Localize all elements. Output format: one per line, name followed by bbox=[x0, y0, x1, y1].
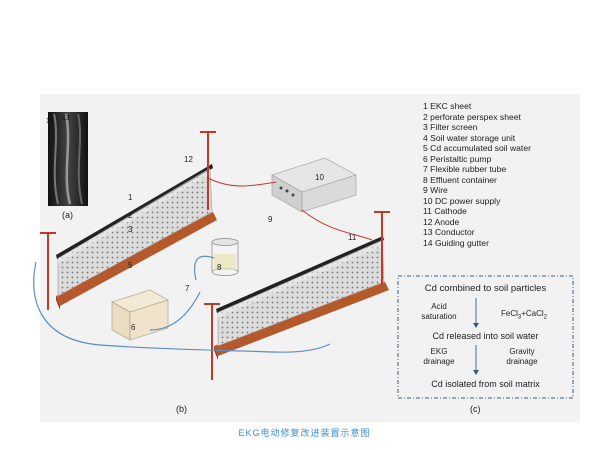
flowchart-arrows bbox=[473, 298, 479, 375]
callout-8: 8 bbox=[217, 263, 222, 272]
flow-title: Cd combined to soil particles bbox=[424, 283, 547, 294]
legend-item: 12 Anode bbox=[423, 216, 460, 227]
ekg-unit-right bbox=[204, 211, 390, 380]
callout-12-left: 12 bbox=[184, 155, 193, 164]
peristaltic-pump bbox=[111, 289, 169, 341]
ekg-unit-left bbox=[40, 131, 217, 310]
legend-item: 7 Flexible rubber tube bbox=[423, 164, 507, 174]
legend-item: 3 Filter screen bbox=[423, 122, 478, 132]
legend-item: 9 Wire bbox=[423, 185, 448, 195]
dc-power-supply bbox=[271, 157, 357, 213]
legend-item: 14 Guiding gutter bbox=[423, 237, 489, 248]
photo-inset: 14 13 bbox=[46, 112, 88, 206]
figure-caption: EKG电动修复改进装置示意图 bbox=[238, 428, 371, 438]
photo-label-13: 13 bbox=[62, 115, 70, 122]
callout-10: 10 bbox=[315, 173, 324, 182]
effluent-container bbox=[211, 238, 239, 276]
tube-main bbox=[33, 261, 331, 353]
callout-6: 6 bbox=[131, 323, 136, 332]
callout-11: 11 bbox=[348, 233, 357, 242]
panel-label-c: (c) bbox=[470, 404, 481, 414]
legend-item: 2 perforate perspex sheet bbox=[423, 111, 521, 122]
legend-item: 6 Peristaltic pump bbox=[423, 153, 492, 164]
flow-reagent: FeCl3+CaCl2 bbox=[500, 309, 548, 321]
flowchart-box bbox=[397, 275, 574, 399]
callout-1: 1 bbox=[128, 193, 133, 202]
callout-5: 5 bbox=[128, 261, 133, 270]
flow-released: Cd released into soil water bbox=[432, 331, 539, 341]
flow-isolated: Cd isolated from soil matrix bbox=[431, 379, 540, 389]
legend-item: 10 DC power supply bbox=[423, 195, 501, 206]
wire-right bbox=[301, 209, 373, 241]
photo-label-14: 14 bbox=[46, 118, 54, 125]
legend-item: 8 Effluent container bbox=[423, 174, 497, 185]
callout-2: 2 bbox=[128, 211, 133, 220]
tube-container bbox=[193, 255, 215, 281]
legend-item: 5 Cd accumulated soil water bbox=[423, 143, 531, 153]
callout-7: 7 bbox=[185, 284, 190, 293]
callout-3: 3 bbox=[128, 225, 133, 234]
legend-item: 4 Soil water storage unit bbox=[423, 132, 516, 143]
callout-9: 9 bbox=[268, 215, 273, 224]
panel-label-b: (b) bbox=[176, 404, 187, 414]
legend-item: 1 EKC sheet bbox=[423, 101, 472, 111]
tube-pump bbox=[149, 291, 201, 331]
wire-left bbox=[207, 177, 277, 187]
legend-item: 11 Cathode bbox=[423, 206, 467, 216]
legend-item: 13 Conductor bbox=[423, 227, 475, 237]
panel-label-a: (a) bbox=[62, 210, 73, 220]
